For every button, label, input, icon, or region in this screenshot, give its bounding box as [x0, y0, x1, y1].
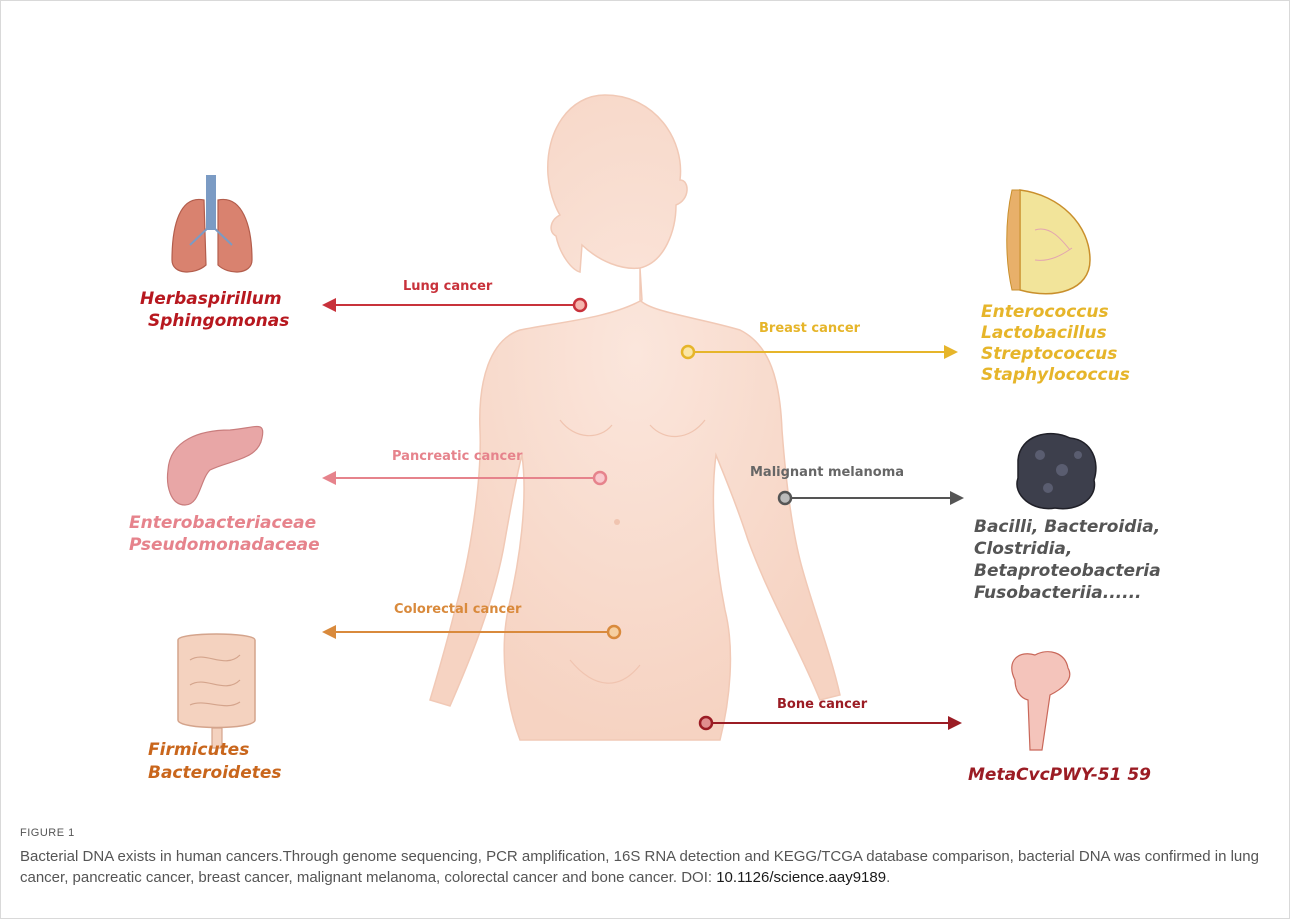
breast-icon	[1007, 190, 1090, 294]
doi-link[interactable]: 10.1126/science.aay9189	[716, 869, 886, 886]
melanoma-icon	[1017, 434, 1096, 509]
organism-name: Fusobacteriia......	[974, 583, 1142, 603]
breast-cancer-label: Breast cancer	[759, 321, 861, 336]
pancreas-icon	[168, 427, 263, 506]
organism-name: Clostridia,	[974, 539, 1072, 559]
bone-cancer-label: Bone cancer	[777, 697, 868, 712]
caption-text: Bacterial DNA exists in human cancers.Th…	[20, 848, 1259, 886]
organism-name: Betaproteobacteria	[974, 561, 1161, 581]
colorectal-organisms: Firmicutes Bacteroidetes	[148, 740, 282, 783]
organism-name: Enterobacteriaceae	[129, 513, 316, 533]
lung-organisms: Herbaspirillum Sphingomonas	[140, 289, 289, 331]
figure-heading: FIGURE 1	[20, 827, 75, 839]
organism-name: Firmicutes	[148, 740, 249, 760]
organism-name: Enterococcus	[981, 302, 1109, 322]
melanoma-organisms: Bacilli, Bacteroidia, Clostridia, Betapr…	[974, 517, 1161, 603]
bone-arrow	[700, 716, 962, 730]
pancreatic-organisms: Enterobacteriaceae Pseudomonadaceae	[129, 513, 320, 555]
organism-name: Pseudomonadaceae	[129, 535, 320, 555]
bone-organisms: MetaCvcPWY-51 59	[968, 765, 1151, 785]
organism-name: Bacteroidetes	[148, 763, 282, 783]
human-body-icon	[430, 95, 840, 740]
organism-name: Streptococcus	[981, 344, 1117, 364]
organism-name: Bacilli, Bacteroidia,	[974, 517, 1160, 537]
organism-name: Lactobacillus	[981, 323, 1107, 343]
organism-name: Staphylococcus	[981, 365, 1130, 385]
pancreatic-cancer-label: Pancreatic cancer	[392, 449, 523, 464]
figure-illustration: Lung cancer Breast cancer Pancreatic can…	[0, 0, 1292, 815]
melanoma-label: Malignant melanoma	[750, 465, 904, 480]
organism-name: Sphingomonas	[148, 311, 289, 331]
figure-caption: Bacterial DNA exists in human cancers.Th…	[20, 846, 1270, 888]
lungs-icon	[172, 175, 252, 272]
bone-icon	[1012, 652, 1070, 750]
lung-cancer-label: Lung cancer	[403, 279, 493, 294]
intestine-icon	[178, 634, 255, 748]
lung-arrow	[322, 298, 586, 312]
colorectal-cancer-label: Colorectal cancer	[394, 602, 522, 617]
melanoma-arrow	[779, 491, 964, 505]
caption-end: .	[886, 869, 890, 886]
organism-name: MetaCvcPWY-51 59	[968, 765, 1151, 785]
breast-organisms: Enterococcus Lactobacillus Streptococcus…	[981, 302, 1130, 385]
organism-name: Herbaspirillum	[140, 289, 282, 309]
